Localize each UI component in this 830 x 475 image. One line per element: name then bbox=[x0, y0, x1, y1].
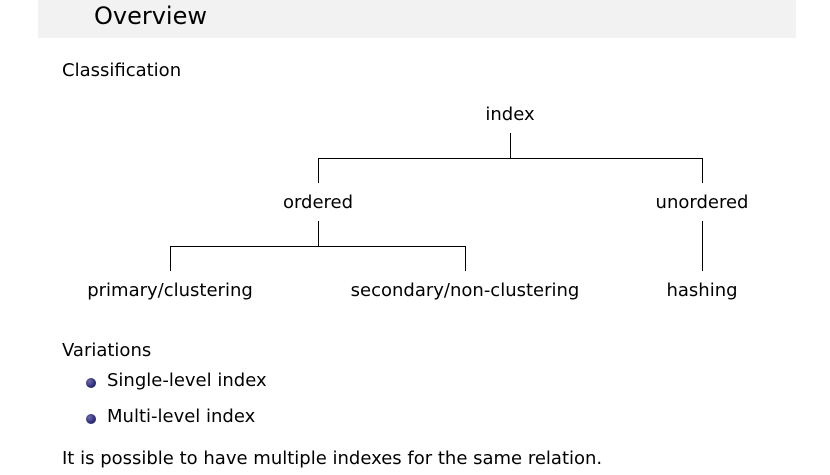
variations-heading: Variations bbox=[62, 340, 152, 361]
tree-node-hashing: hashing bbox=[666, 280, 738, 301]
list-item-text: Multi-level index bbox=[107, 406, 256, 427]
bullet-icon bbox=[86, 414, 96, 424]
tree-node-primary: primary/clustering bbox=[87, 280, 253, 301]
classification-heading: Classification bbox=[62, 60, 182, 81]
tree-node-index: index bbox=[485, 104, 535, 125]
variations-list: Single-level index Multi-level index bbox=[86, 370, 267, 442]
tree-node-ordered: ordered bbox=[282, 192, 354, 213]
list-item: Single-level index bbox=[86, 370, 267, 406]
tree-node-unordered: unordered bbox=[655, 192, 749, 213]
list-item-text: Single-level index bbox=[107, 370, 267, 391]
bullet-icon bbox=[86, 378, 96, 388]
footer-statement: It is possible to have multiple indexes … bbox=[62, 448, 603, 469]
title-bar bbox=[38, 0, 796, 38]
slide-title: Overview bbox=[94, 2, 207, 30]
tree-node-secondary: secondary/non-clustering bbox=[350, 280, 580, 301]
list-item: Multi-level index bbox=[86, 406, 267, 442]
